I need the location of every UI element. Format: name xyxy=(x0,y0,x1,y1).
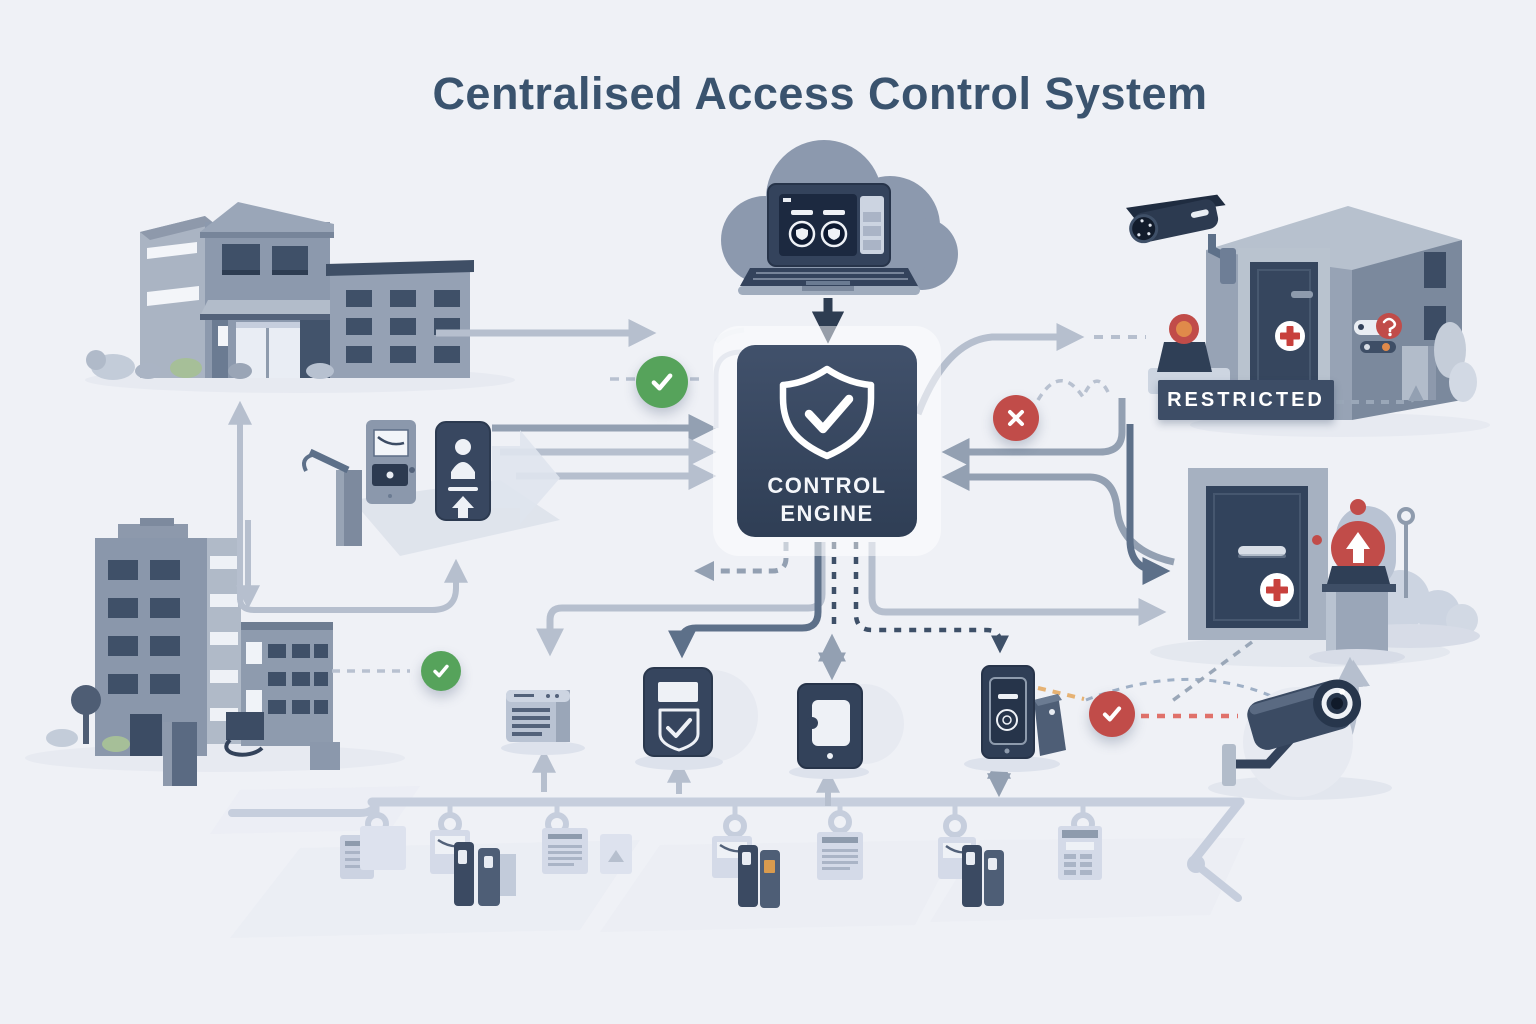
hq-tower-illustration xyxy=(25,518,405,786)
cctv-camera-icon xyxy=(1247,679,1362,750)
clipboard-icon xyxy=(360,826,406,870)
cctv-camera-icon xyxy=(1125,194,1236,284)
turnstile-icon xyxy=(454,842,516,906)
ghost-access-points xyxy=(340,826,1102,908)
building-granted-check-icon xyxy=(421,651,461,691)
document-icon xyxy=(600,834,632,874)
keypad-icon xyxy=(1058,826,1102,880)
secure-door-illustration xyxy=(1150,468,1480,667)
question-badge-icon xyxy=(1354,313,1402,353)
access-denied-x-icon xyxy=(993,395,1039,441)
panel-reader-icon xyxy=(542,828,588,874)
id-badge-shield-icon xyxy=(643,667,713,757)
panel-reader-icon xyxy=(817,832,863,880)
restricted-sign: RESTRICTED xyxy=(1158,380,1334,420)
control-engine-label-line1: CONTROL xyxy=(767,473,887,498)
control-engine-label-line2: ENGINE xyxy=(780,501,874,526)
entry-readers xyxy=(302,420,491,546)
access-card-phone-icon xyxy=(797,683,863,769)
fingerprint-phone-icon xyxy=(981,665,1066,759)
page-title: Centralised Access Control System xyxy=(432,68,1208,119)
cloud-management-console xyxy=(714,140,958,344)
office-campus-illustration xyxy=(85,202,515,393)
card-reader-icon xyxy=(366,420,416,504)
endpoint-devices xyxy=(501,665,1066,779)
person-badge-icon xyxy=(435,421,491,521)
turnstile-icon xyxy=(962,845,1004,907)
alert-check-icon xyxy=(1089,691,1135,737)
access-granted-check-icon xyxy=(636,356,688,408)
shield-check-icon xyxy=(779,365,875,460)
event-log-icon xyxy=(506,690,570,742)
laptop-dashboard-icon xyxy=(738,183,920,295)
turnstile-icon xyxy=(738,845,780,908)
control-engine-label: CONTROL ENGINE xyxy=(737,472,917,528)
cctv-camera-bottom xyxy=(1208,679,1392,800)
first-aid-cross-icon xyxy=(1260,573,1294,607)
control-engine-node xyxy=(713,326,941,556)
